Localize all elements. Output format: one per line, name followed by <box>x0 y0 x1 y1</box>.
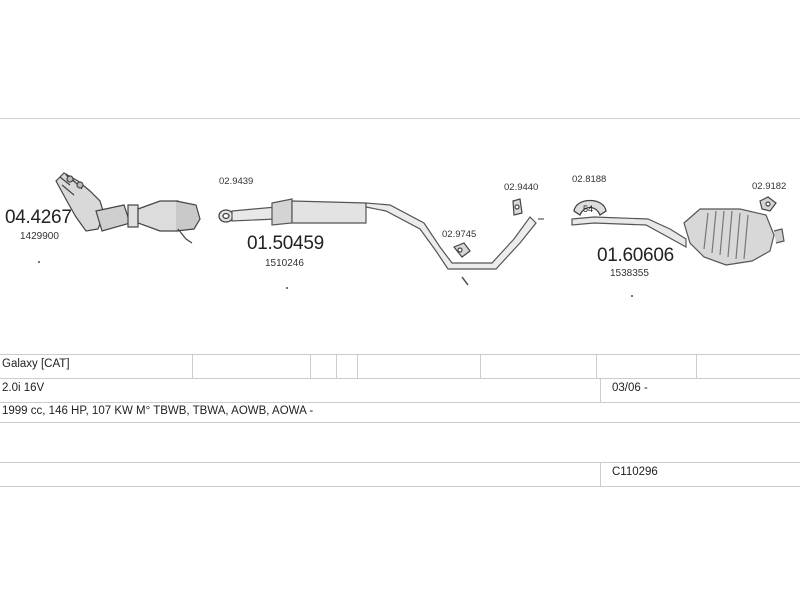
rear-silencer-code: 01.60606 <box>597 245 674 266</box>
exhaust-diagram: 54 04.4267 1429900 02.9439 01.50459 1510… <box>0 118 800 355</box>
vehicle-spec: 1999 cc, 146 HP, 107 KW M° TBWB, TBWA, A… <box>2 405 314 417</box>
divider <box>600 379 601 403</box>
divider <box>596 355 597 379</box>
rubber-mount-rear-drawing[interactable] <box>759 196 777 212</box>
vehicle-engine: 2.0i 16V <box>2 382 45 394</box>
divider <box>336 355 337 379</box>
middle-pipe-drawing[interactable] <box>231 198 544 286</box>
rear-silencer-ref: 1538355 <box>610 268 649 279</box>
divider <box>357 355 358 379</box>
middle-pipe-code: 01.50459 <box>247 233 324 254</box>
table-row: C110296 <box>0 462 800 487</box>
clamp-drawing[interactable]: 54 <box>573 199 607 216</box>
table-row <box>0 422 800 463</box>
clamp-badge: 54 <box>583 204 593 214</box>
vehicle-model: Galaxy [CAT] <box>2 358 70 370</box>
divider <box>192 355 193 379</box>
table-row: Galaxy [CAT] <box>0 354 800 379</box>
vehicle-date: 03/06 - <box>612 382 648 394</box>
table-row: 1999 cc, 146 HP, 107 KW M° TBWB, TBWA, A… <box>0 402 800 423</box>
marker-dot <box>38 261 40 263</box>
marker-dot <box>286 287 288 289</box>
divider <box>600 463 601 487</box>
catalytic-converter-drawing[interactable] <box>55 172 201 244</box>
divider <box>310 355 311 379</box>
gasket-front-drawing[interactable] <box>218 209 234 223</box>
catalytic-converter-code: 04.4267 <box>5 207 72 228</box>
table-row: 2.0i 16V 03/06 - <box>0 378 800 403</box>
kit-number: C110296 <box>612 466 658 478</box>
rubber-mount-middle-drawing[interactable] <box>453 242 471 258</box>
rubber-mount-a-code: 02.9440 <box>504 182 539 193</box>
rubber-mount-rear-code: 02.9182 <box>752 181 787 192</box>
rear-silencer-drawing[interactable] <box>571 208 785 266</box>
divider <box>696 355 697 379</box>
divider <box>480 355 481 379</box>
marker-dot <box>631 295 633 297</box>
rubber-mount-a-drawing[interactable] <box>512 198 523 216</box>
rubber-mount-middle-code: 02.9745 <box>442 229 477 240</box>
exhaust-system-drawing: 54 <box>55 172 785 286</box>
table-bottom-border <box>0 486 800 487</box>
middle-pipe-ref: 1510246 <box>265 258 304 269</box>
clamp-code: 02.8188 <box>572 174 607 185</box>
catalytic-converter-ref: 1429900 <box>20 231 59 242</box>
gasket-front-code: 02.9439 <box>219 176 254 187</box>
